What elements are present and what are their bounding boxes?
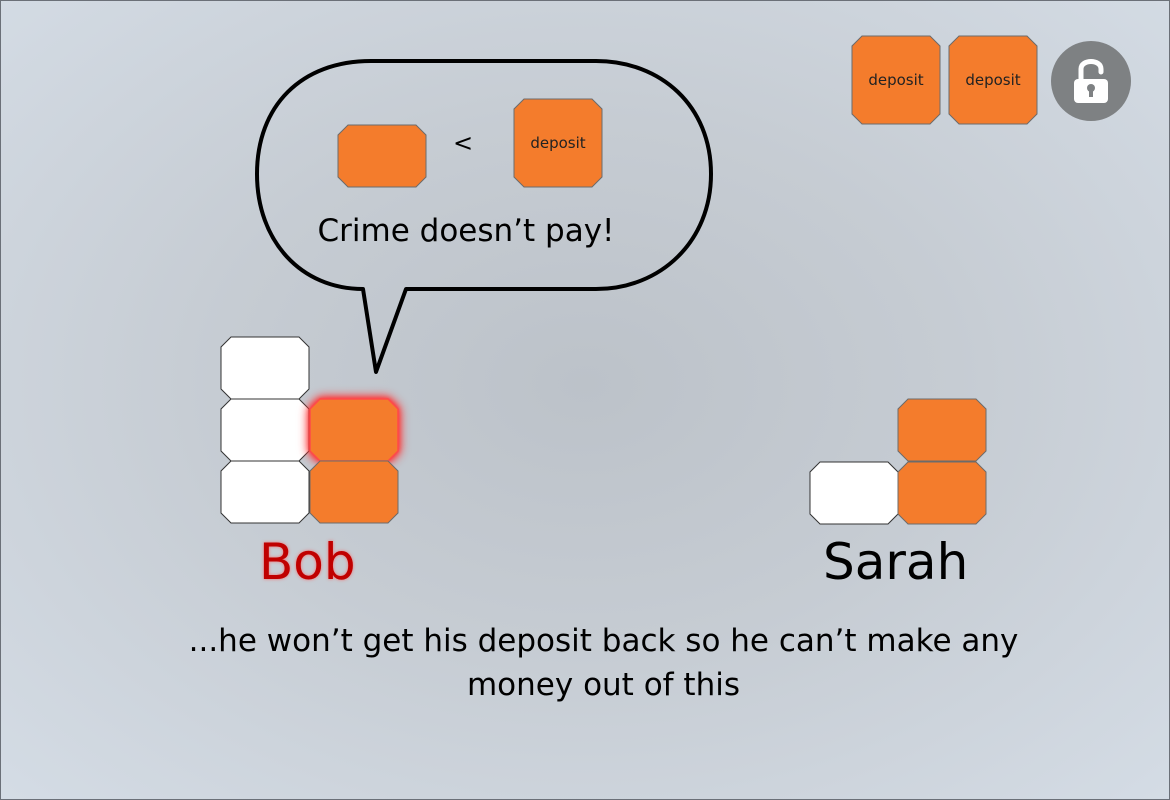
sarah-white-token bbox=[809, 461, 899, 525]
bob-highlighted-orange-token bbox=[309, 398, 399, 462]
deposit-token-label: deposit bbox=[965, 71, 1021, 89]
speech-bubble-message: Crime doesn’t pay! bbox=[317, 213, 615, 249]
narration-caption: ...he won’t get his deposit back so he c… bbox=[188, 623, 1019, 703]
player-name-sarah: Sarah bbox=[823, 533, 969, 591]
less-than-sign: < bbox=[453, 129, 474, 157]
bubble-token-orange bbox=[337, 124, 427, 188]
sarah-orange-token bbox=[897, 461, 987, 525]
bob-white-token bbox=[220, 336, 310, 400]
bubble-deposit-label: deposit bbox=[530, 134, 586, 152]
deposit-token-label: deposit bbox=[868, 71, 924, 89]
speech-bubble bbox=[255, 59, 713, 374]
bob-orange-token bbox=[309, 460, 399, 524]
bob-white-token bbox=[220, 398, 310, 462]
lock-button[interactable] bbox=[1051, 41, 1131, 121]
unlocked-padlock-icon bbox=[1074, 59, 1108, 103]
bob-white-token bbox=[220, 460, 310, 524]
deposit-token[interactable]: deposit bbox=[851, 35, 941, 125]
deposit-token[interactable]: deposit bbox=[948, 35, 1038, 125]
bubble-deposit-token: deposit bbox=[513, 98, 603, 188]
sarah-orange-token bbox=[897, 398, 987, 462]
player-name-bob: Bob bbox=[259, 533, 356, 591]
